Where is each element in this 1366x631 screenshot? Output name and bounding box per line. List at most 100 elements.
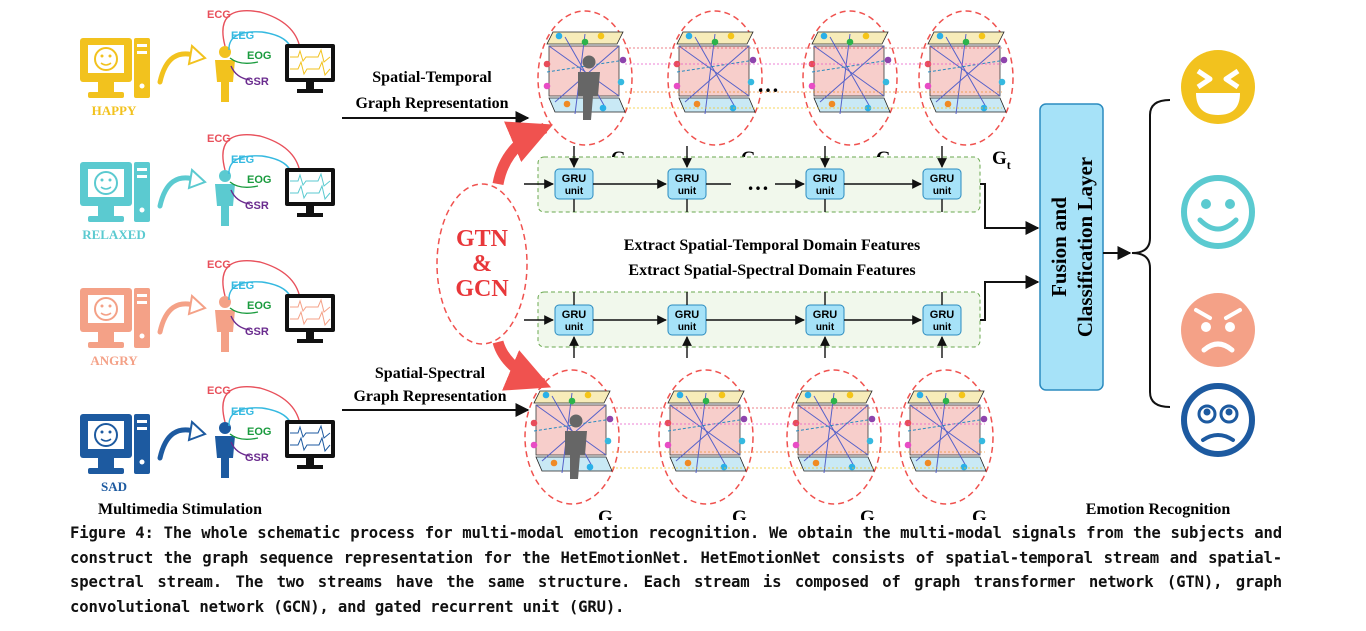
relaxed-signal-monitor-icon (285, 168, 335, 217)
spectral-graph-4-label: Gγ (972, 507, 993, 520)
happy-eog-label: EOG (247, 50, 271, 62)
angry-gsr-label: GSR (245, 326, 269, 338)
relaxed-computer-icon (80, 162, 150, 222)
happy-face-icon (1181, 50, 1255, 124)
happy-signal-monitor-icon (285, 44, 335, 93)
spectral-features-label: Extract Spatial-Spectral Domain Features (628, 262, 915, 279)
temporal-gru-sublabel-1: unit (565, 186, 584, 197)
temporal-gru-label-2: GRU (675, 173, 700, 185)
gtn-to-temporal-arrow (492, 121, 554, 186)
temporal-gru-sublabel-3: unit (816, 186, 835, 197)
ampersand-label: & (472, 251, 492, 277)
spectral-graph-2-label: Gα (732, 507, 754, 520)
relaxed-label: RELAXED (82, 227, 146, 242)
emotion-faces (1181, 50, 1255, 457)
angry-computer-icon (80, 288, 150, 348)
relaxed-eog-label: EOG (247, 174, 271, 186)
spectral-gru-label-2: GRU (675, 309, 700, 321)
spectral-graph-1-label: Gθ (598, 507, 619, 520)
spectral-graph-sequence: Gθ Gα Gβ Gγ (524, 369, 994, 520)
angry-eeg-label: EEG (231, 280, 254, 292)
temporal-representation-label-1: Spatial-Temporal (372, 69, 492, 86)
angry-eog-label: EOG (247, 300, 271, 312)
spectral-graph-4: Gγ (898, 369, 994, 520)
temporal-gru-sublabel-4: unit (933, 186, 952, 197)
spectral-graph-3: Gβ (786, 369, 882, 520)
temporal-graph-ellipsis: … (757, 72, 779, 97)
sad-eog-label: EOG (247, 426, 271, 438)
angry-signal-monitor-icon (285, 294, 335, 343)
spectral-gru-sublabel-3: unit (816, 322, 835, 333)
spectral-gru-sublabel-4: unit (933, 322, 952, 333)
spectral-graph-2: Gα (658, 369, 754, 520)
happy-label: HAPPY (92, 103, 137, 118)
relaxed-subject-icon (215, 170, 235, 226)
figure-caption: Figure 4: The whole schematic process fo… (70, 521, 1282, 619)
relaxed-ecg-label: ECG (207, 133, 231, 145)
stimulation-rows: HAPPYECGEEGEOGGSRRELAXEDECGEEGEOGGSRANGR… (80, 9, 335, 494)
temporal-gru-sublabel-2: unit (678, 186, 697, 197)
fusion-layer-box (1039, 103, 1104, 391)
temporal-representation-label-2: Graph Representation (355, 95, 508, 112)
relaxed-gsr-label: GSR (245, 200, 269, 212)
spectral-gru-label-3: GRU (813, 309, 838, 321)
happy-eeg-label: EEG (231, 30, 254, 42)
recognition-title: Emotion Recognition (1086, 501, 1231, 518)
angry-label: ANGRY (90, 353, 138, 368)
spectral-gru-sublabel-1: unit (565, 322, 584, 333)
gtn-gcn-ellipse (436, 183, 528, 345)
happy-subject-icon (215, 46, 235, 102)
spectral-gru-label-4: GRU (930, 309, 955, 321)
sad-subject-icon (215, 422, 235, 478)
spectral-gru-sublabel-2: unit (678, 322, 697, 333)
fusion-label-2: Classification Layer (1073, 157, 1097, 337)
spectral-graph-1: Gθ (524, 369, 620, 520)
temporal-graph-3: Gt-1 (802, 10, 905, 172)
caption-text: The whole schematic process for multi-mo… (70, 524, 1282, 616)
happy-ecg-label: ECG (207, 9, 231, 21)
gtn-gcn-module: GTN & GCN (436, 121, 554, 391)
happy-gsr-label: GSR (245, 76, 269, 88)
sad-ecg-label: ECG (207, 385, 231, 397)
temporal-gru-label-1: GRU (562, 173, 587, 185)
gcn-label: GCN (455, 276, 509, 302)
sad-signal-monitor-icon (285, 420, 335, 469)
temporal-graph-sequence: G1G2Gt-1Gt (537, 10, 1014, 172)
temporal-gru-label-4: GRU (930, 173, 955, 185)
temporal-to-fusion-arrow (980, 183, 1040, 235)
happy-computer-icon (80, 38, 150, 98)
temporal-gru-ellipsis: … (747, 170, 769, 195)
temporal-features-label: Extract Spatial-Temporal Domain Features (624, 237, 920, 254)
diagram-canvas: HAPPYECGEEGEOGGSRRELAXEDECGEEGEOGGSRANGR… (80, 9, 1255, 520)
relaxed-eeg-label: EEG (231, 154, 254, 166)
relaxed-face-icon (1181, 175, 1255, 249)
output-brace (1131, 99, 1171, 408)
temporal-gru-label-3: GRU (813, 173, 838, 185)
sad-label: SAD (101, 479, 127, 494)
spectral-representation-label-1: Spatial-Spectral (375, 365, 486, 382)
sad-computer-icon (80, 414, 150, 474)
caption-label: Figure 4: (70, 524, 154, 542)
spectral-graph-3-label: Gβ (860, 507, 881, 520)
stimulation-title: Multimedia Stimulation (98, 501, 262, 518)
gtn-to-spectral-arrow (492, 340, 552, 391)
angry-subject-icon (215, 296, 235, 352)
spectral-gru-label-1: GRU (562, 309, 587, 321)
sad-face-icon (1181, 383, 1255, 457)
temporal-graph-4-label: Gt (992, 148, 1011, 172)
angry-face-icon (1181, 293, 1255, 367)
spectral-representation-label-2: Graph Representation (353, 388, 506, 405)
